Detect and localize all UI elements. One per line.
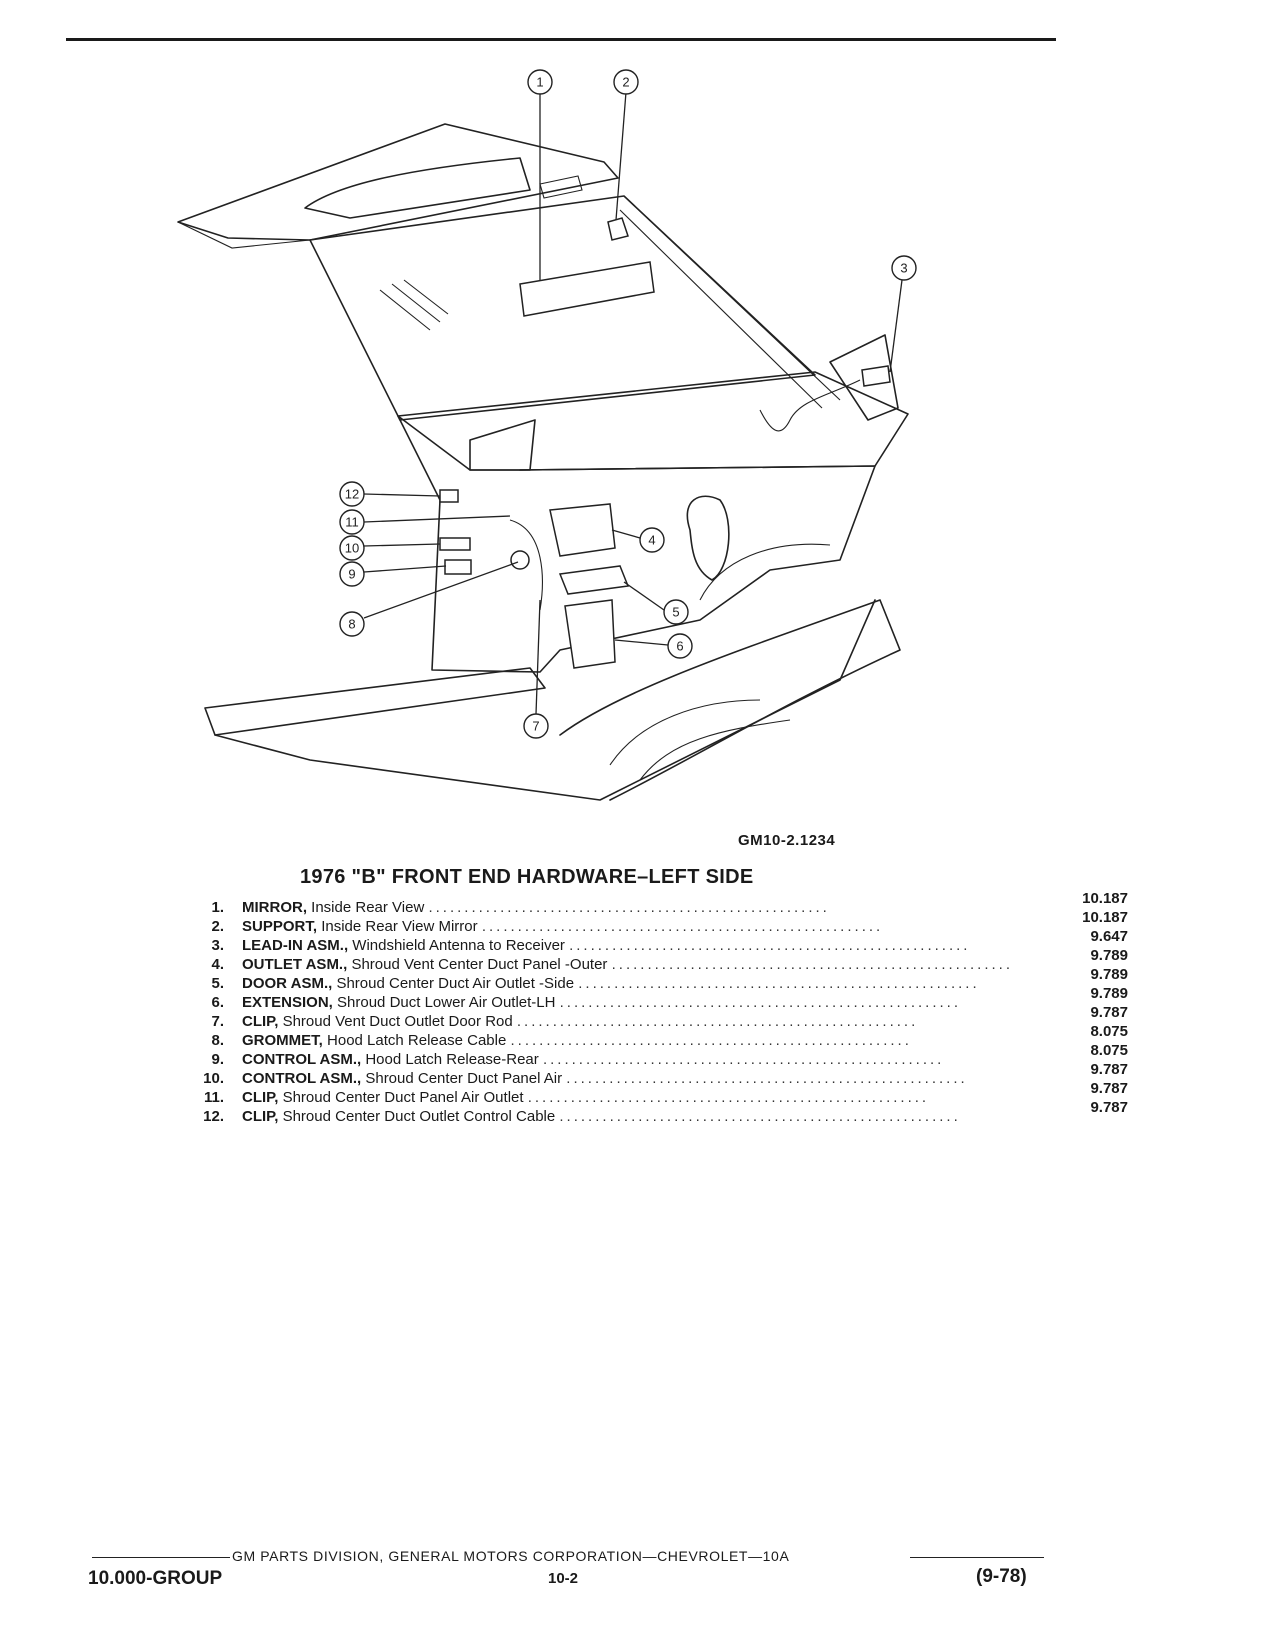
footer-rule-left (92, 1557, 230, 1558)
svg-text:10: 10 (345, 541, 359, 556)
callout-6: 6 (667, 633, 693, 659)
callout-1: 1 (527, 69, 553, 95)
svg-text:11: 11 (345, 515, 359, 530)
mirror-support-part (607, 217, 629, 241)
cowl-panel (397, 371, 909, 471)
list-item: 10.CONTROL ASM., Shroud Center Duct Pane… (203, 1061, 1128, 1087)
list-item: 3.LEAD-IN ASM., Windshield Antenna to Re… (211, 928, 1128, 954)
antenna-wire (619, 199, 841, 409)
front-end-hardware-diagram: 1 2 3 4 5 6 7 8 9 10 11 12 (177, 69, 917, 801)
revision-date: (9-78) (976, 1566, 1027, 1587)
callout-3: 3 (891, 255, 917, 281)
group-label: 10.000-GROUP (88, 1568, 223, 1589)
sun-visor (304, 157, 531, 219)
grommet-part (510, 550, 530, 570)
list-item: 8.GROMMET, Hood Latch Release Cable ....… (211, 1023, 1128, 1049)
transmission-tunnel (559, 599, 901, 801)
footer-publisher: GM PARTS DIVISION, GENERAL MOTORS CORPOR… (232, 1548, 790, 1564)
callout-11: 11 (339, 509, 365, 535)
svg-text:1: 1 (536, 75, 543, 90)
parts-list: 1.MIRROR, Inside Rear View .............… (190, 890, 1128, 1126)
callout-5: 5 (663, 599, 689, 625)
list-item: 1.MIRROR, Inside Rear View .............… (211, 890, 1128, 916)
callout-10: 10 (339, 535, 365, 561)
access-hole (686, 495, 730, 581)
callout-4: 4 (639, 527, 665, 553)
floor-pan (214, 599, 876, 801)
lead-in-connector (861, 365, 891, 387)
control-cable (509, 519, 543, 611)
list-item: 11.CLIP, Shroud Center Duct Panel Air Ou… (203, 1080, 1128, 1106)
control-asm-part-10 (439, 537, 471, 551)
top-rule (66, 38, 1056, 41)
list-item: 5.DOOR ASM., Shroud Center Duct Air Outl… (211, 966, 1128, 992)
page-number: 10-2 (548, 1570, 579, 1587)
footer-rule-right (910, 1557, 1044, 1558)
windshield-glint (379, 279, 449, 331)
footer-publisher-line: GM PARTS DIVISION, GENERAL MOTORS CORPOR… (92, 1548, 1044, 1566)
dome-lamp (539, 175, 583, 199)
outlet-asm-part (549, 503, 616, 557)
callout-12: 12 (339, 481, 365, 507)
leader-lines (363, 91, 903, 715)
callout-8: 8 (339, 611, 365, 637)
windshield (309, 195, 816, 421)
callout-7: 7 (523, 713, 549, 739)
svg-text:8: 8 (348, 617, 355, 632)
svg-text:12: 12 (345, 487, 359, 502)
extension-part (564, 599, 616, 669)
svg-text:6: 6 (676, 639, 683, 654)
svg-text:4: 4 (648, 533, 655, 548)
list-item: 12.CLIP, Shroud Center Duct Outlet Contr… (203, 1099, 1128, 1125)
figure-id: GM10-2.1234 (738, 832, 836, 849)
list-item: 9.CONTROL ASM., Hood Latch Release-Rear … (211, 1042, 1128, 1068)
mirror-part (519, 261, 655, 317)
list-item: 7.CLIP, Shroud Vent Duct Outlet Door Rod… (211, 1004, 1128, 1030)
wheel-opening (699, 543, 831, 601)
floor-rib (609, 699, 791, 781)
callout-9: 9 (339, 561, 365, 587)
kick-panel (397, 415, 876, 673)
door-asm-part (558, 565, 630, 595)
roof-panel (177, 123, 619, 241)
clip-part-12 (439, 489, 459, 503)
svg-text:2: 2 (622, 75, 629, 90)
right-pillar (829, 334, 899, 421)
control-asm-part-9 (444, 559, 472, 575)
rocker-sill (204, 667, 546, 736)
list-item: 2.SUPPORT, Inside Rear View Mirror .....… (211, 909, 1128, 935)
callout-2: 2 (613, 69, 639, 95)
dash-top (469, 419, 536, 471)
list-item: 6.EXTENSION, Shroud Duct Lower Air Outle… (211, 985, 1128, 1011)
svg-text:9: 9 (348, 567, 355, 582)
roof-edge (177, 221, 311, 249)
page-title: 1976 "B" FRONT END HARDWARE–LEFT SIDE (300, 866, 754, 888)
svg-text:5: 5 (672, 605, 679, 620)
list-item: 4.OUTLET ASM., Shroud Vent Center Duct P… (211, 947, 1128, 973)
svg-text:3: 3 (900, 261, 907, 276)
svg-text:7: 7 (532, 719, 539, 734)
antenna-lead (759, 379, 861, 432)
